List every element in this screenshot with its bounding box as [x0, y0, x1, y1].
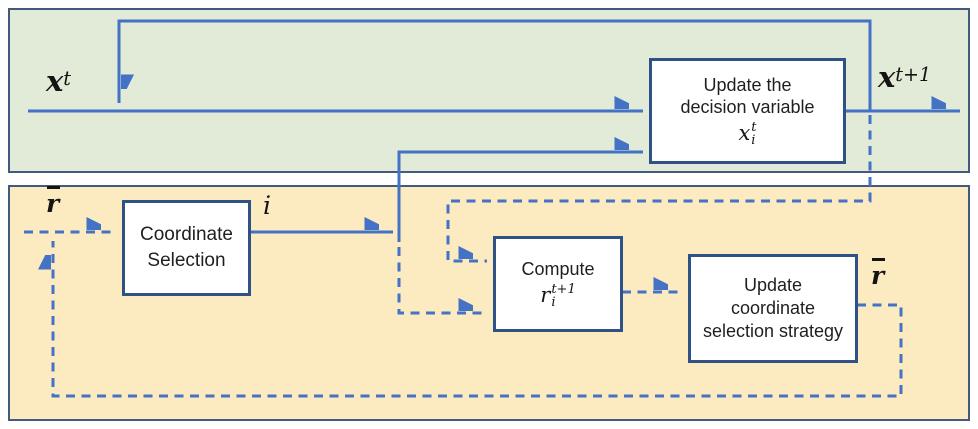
box-text-line: coordinate — [730, 297, 816, 318]
arrow-i-to-compute — [397, 247, 487, 315]
label-r-bar-input: r — [46, 186, 61, 218]
arrow-i-to-update-box — [397, 152, 643, 242]
label-x-t-plus-1: xt+1 — [878, 60, 932, 94]
label-index-i: i — [263, 191, 271, 220]
arrow-feedback-top — [117, 19, 872, 112]
update-strategy-box: Update coordinate selection strategy — [688, 254, 858, 363]
box-text-line: Selection — [147, 250, 226, 271]
box-text-line: decision variable — [680, 96, 815, 117]
label-x-t: xt — [46, 64, 71, 98]
coordinate-selection-box: Coordinate Selection — [122, 200, 251, 296]
label-r-bar-output: r — [871, 258, 886, 290]
arrow-x-t1-feedback-to-compute — [446, 115, 872, 263]
box-text-line: Update — [743, 274, 803, 295]
box-text-line: selection strategy — [702, 321, 844, 342]
box-text-line: Compute — [521, 258, 595, 279]
box-text-line: Coordinate — [140, 224, 233, 246]
box-text-line: Update the — [703, 74, 792, 95]
